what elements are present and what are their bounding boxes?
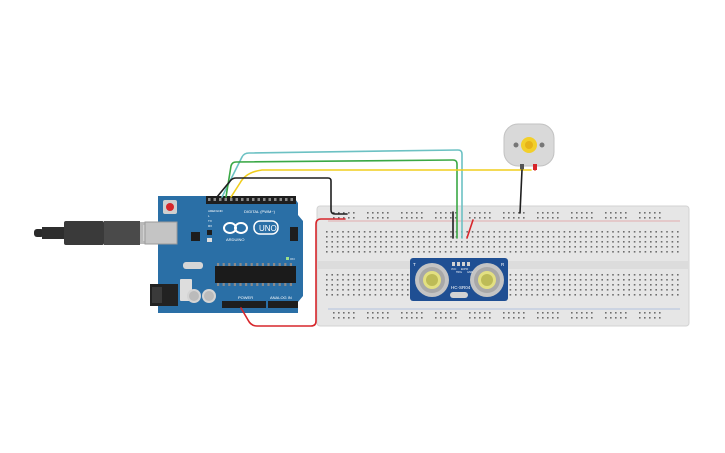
uno-label: UNO [259,224,277,233]
wire-green[interactable] [225,159,458,239]
power-header[interactable] [222,301,266,308]
sensor-pin-gnd: GND [467,271,473,274]
sensor-label-r: R [501,262,505,267]
l-label: L [208,214,210,218]
sensor-crystal [450,292,468,298]
arduino-uno-board[interactable]: UNO ARDUINO DIGITAL (PWM~) POWER ANALOG … [144,196,303,313]
digital-header[interactable] [206,196,296,204]
wire-cyan[interactable] [221,149,463,239]
wire-red-sensor[interactable] [466,219,474,239]
sensor-pin-vcc: VCC [451,268,456,271]
usb-port [144,221,178,245]
transmitter [415,263,449,297]
on-label: ON [290,257,295,261]
wires[interactable] [216,149,536,327]
sensor-pins[interactable] [452,262,470,266]
wire-red-5v[interactable] [240,218,346,327]
atmega-chip [215,266,296,283]
wire-black-motor[interactable] [519,169,523,214]
aref-label: AREF [208,209,216,213]
rx-label: RX [208,224,212,228]
on-led [286,257,289,260]
analog-label: ANALOG IN [270,295,292,300]
sensor-model: HC-SR04 [451,285,471,290]
sensor-pin-echo: ECHO [461,268,468,271]
wire-yellow[interactable] [230,169,532,198]
ultrasonic-sensor[interactable]: VCC TRIG ECHO GND HC-SR04 T R [410,258,508,301]
tx-label: TX [208,219,212,223]
gnd-label: GND [216,209,224,213]
arduino-logo [223,220,279,235]
analog-header[interactable] [268,301,298,308]
digital-label: DIGITAL (PWM~) [244,209,276,214]
sensor-pin-trig: TRIG [456,271,462,274]
arduino-brand: ARDUINO [226,237,244,242]
wire-black-gnd[interactable] [216,177,348,215]
sensor-label-t: T [413,262,416,267]
receiver [470,263,504,297]
dc-motor[interactable] [503,123,555,170]
power-label: POWER [238,295,253,300]
